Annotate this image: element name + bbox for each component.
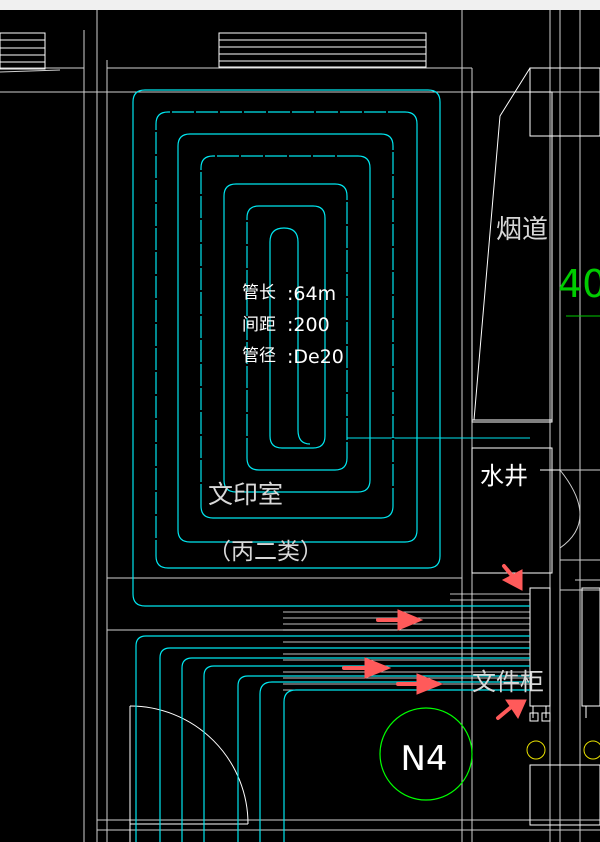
pipe-length-label: 管长 [242,283,276,303]
red-arrows [342,564,527,720]
heating-pipe-upper-loop[interactable] [132,89,530,607]
edge-dimension-number: 40 [558,262,600,306]
pipe-diameter-value: :De20 [287,346,344,368]
arrow-right-2 [342,657,392,679]
window-hatch-top [218,32,427,68]
window-hatch-left [0,32,46,70]
node-circle [379,707,473,801]
arrow-down-right [501,564,523,591]
room-name: 文印室 [208,480,283,509]
window-top-bar [0,0,600,10]
pipe-spacing-label: 间距 [242,315,276,335]
room-class: （丙二类） [208,539,323,565]
arrow-right-3 [396,673,444,695]
chimney-shaft [471,67,600,423]
heating-pipe-lower-loop[interactable] [135,635,530,842]
manifold-cabinet[interactable] [526,587,600,826]
node-label: N4 [400,739,447,779]
node-n4[interactable]: N4 [379,707,473,801]
water-well-label: 水井 [480,462,528,490]
pipe-spacing-value: :200 [287,314,330,336]
manifold-box-label: 文件柜 [472,668,544,696]
chimney-label: 烟道 [496,215,548,245]
arrow-right-1 [376,609,424,631]
arrow-up-right [496,699,527,720]
pipe-length-value: :64m [287,283,336,305]
wall-lines [0,10,600,842]
pipe-spec-block: 管长 :64m 间距 :200 管径 :De20 [242,283,344,368]
pipe-diameter-label: 管径 [242,346,276,366]
door-swing [129,705,249,842]
